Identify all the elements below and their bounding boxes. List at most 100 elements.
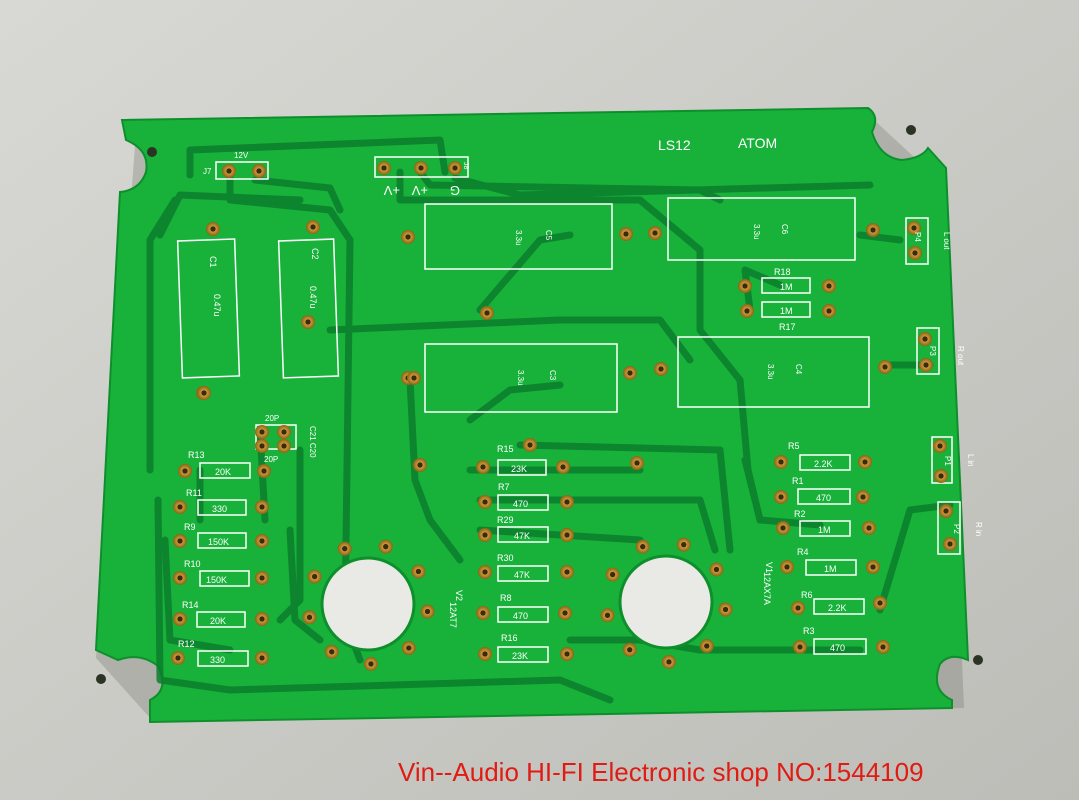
solder-pad — [255, 651, 269, 665]
c2-label: C2 — [310, 248, 320, 260]
solder-pad — [718, 602, 733, 617]
c3-value: 3.3u — [516, 370, 525, 386]
solder-pad — [866, 223, 880, 237]
solder-pad — [605, 567, 620, 582]
board-title: LS12 — [658, 137, 691, 153]
p3-function: R out — [956, 346, 965, 366]
solder-pad — [255, 500, 269, 514]
r29-label: R29 — [497, 515, 514, 525]
solder-pad — [856, 490, 870, 504]
r7-value: 470 — [513, 499, 528, 509]
r14-label: R14 — [182, 600, 199, 610]
solder-pad — [740, 304, 754, 318]
r17-value: 1M — [780, 306, 793, 316]
r11-value: 330 — [212, 504, 227, 514]
c1-value: 0.47u — [212, 294, 222, 317]
solder-pad — [255, 571, 269, 585]
solder-pad — [793, 640, 807, 654]
p4-label: P4 — [913, 232, 922, 242]
pcb-board — [94, 106, 970, 724]
solder-pad — [776, 521, 790, 535]
solder-pad — [178, 464, 192, 478]
r18-value: 1M — [780, 282, 793, 292]
board-subtitle: ATOM — [738, 135, 777, 151]
solder-pad — [478, 647, 492, 661]
solder-pad — [918, 332, 932, 346]
solder-pad — [791, 601, 805, 615]
r2-value: 1M — [818, 525, 831, 535]
solder-pad — [407, 371, 421, 385]
c3-label: C3 — [548, 370, 557, 381]
solder-pad — [377, 161, 391, 175]
r15-label: R15 — [497, 444, 514, 454]
solder-pad — [401, 641, 416, 656]
r30-label: R30 — [497, 553, 514, 563]
r13-label: R13 — [188, 450, 205, 460]
solder-pad — [448, 161, 462, 175]
p2-function: R in — [974, 522, 983, 536]
solder-pad — [252, 164, 266, 178]
r29-value: 47K — [514, 531, 530, 541]
r11-label: R11 — [186, 488, 202, 498]
j7-voltage-label: 12V — [234, 151, 249, 160]
solder-pad — [661, 654, 676, 669]
c1-label: C1 — [208, 256, 218, 268]
solder-pad — [197, 386, 211, 400]
solder-pad — [635, 539, 650, 554]
solder-pad — [420, 604, 435, 619]
p3-label: P3 — [928, 346, 937, 356]
solder-pad — [919, 358, 933, 372]
solder-pad — [337, 541, 352, 556]
solder-pad — [558, 606, 572, 620]
r5-value: 2.2K — [814, 459, 833, 469]
resistor-outlines — [196, 156, 961, 667]
solder-pad — [173, 571, 187, 585]
v1-type: 12AX7A — [762, 572, 772, 605]
v2-type: 12AT7 — [448, 602, 458, 628]
solder-pad — [413, 458, 427, 472]
r18-label: R18 — [774, 267, 791, 277]
v2-label: V2 — [454, 590, 464, 601]
r8-value: 470 — [513, 611, 528, 621]
solder-pad — [560, 565, 574, 579]
solder-pad — [560, 528, 574, 542]
solder-pad — [363, 656, 378, 671]
solder-pad — [858, 455, 872, 469]
solder-pad — [480, 306, 494, 320]
r16-label: R16 — [501, 633, 518, 643]
solder-pad — [378, 539, 393, 554]
mounting-holes — [96, 125, 983, 684]
solder-pad — [709, 562, 724, 577]
j8-pin1-label: +V — [383, 183, 400, 198]
c20-c21-label: C21 C20 — [308, 426, 317, 458]
solder-pad — [171, 651, 185, 665]
solder-pad — [862, 521, 876, 535]
solder-pad — [676, 537, 691, 552]
solder-pad — [277, 425, 291, 439]
r3-value: 470 — [830, 643, 845, 653]
solder-pad — [173, 500, 187, 514]
solder-pad — [630, 456, 644, 470]
solder-pad — [173, 612, 187, 626]
r12-label: R12 — [178, 639, 195, 649]
r14-value: 20K — [210, 616, 226, 626]
capacitor-outlines — [176, 197, 870, 413]
tube-socket-v2 — [320, 556, 416, 652]
c4-value: 3.3u — [766, 364, 775, 380]
solder-pad — [257, 464, 271, 478]
solder-pad — [307, 569, 322, 584]
solder-pad — [478, 565, 492, 579]
c5-label: C5 — [544, 230, 553, 241]
solder-pad — [822, 304, 836, 318]
solder-pad — [866, 560, 880, 574]
r10-label: R10 — [184, 559, 201, 569]
j8-pin2-label: +V — [411, 183, 428, 198]
r5-label: R5 — [788, 441, 800, 451]
solder-pad — [478, 495, 492, 509]
r8-label: R8 — [500, 593, 512, 603]
solder-pad — [560, 495, 574, 509]
solder-pad — [934, 469, 948, 483]
solder-pad — [411, 564, 426, 579]
solder-pad — [943, 537, 957, 551]
